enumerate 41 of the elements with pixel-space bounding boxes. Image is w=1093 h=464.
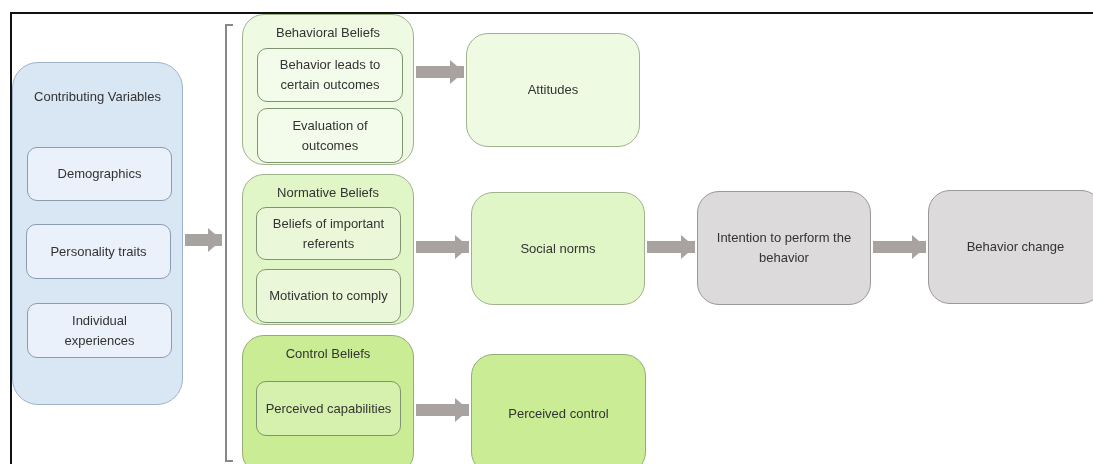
- group-heading: Control Beliefs: [284, 345, 372, 363]
- block-arrow: [185, 228, 222, 252]
- process-box: [256, 381, 401, 436]
- process-box: [466, 33, 640, 147]
- box-label: Attitudes: [527, 81, 579, 99]
- block-arrow: [873, 235, 926, 259]
- block-arrow: [416, 235, 469, 259]
- process-box: [27, 303, 172, 358]
- group-heading: Behavioral Beliefs: [274, 24, 382, 42]
- group-heading: Normative Beliefs: [276, 184, 380, 202]
- box-label: Perceived capabilities: [265, 399, 392, 418]
- process-box: [471, 192, 645, 305]
- process-box: [27, 147, 172, 201]
- process-box: [256, 269, 401, 323]
- box-label: Intention to perform the behavior: [715, 229, 853, 267]
- group-box: [242, 14, 414, 165]
- block-arrow: [416, 60, 464, 84]
- box-label: Motivation to comply: [269, 287, 388, 305]
- box-label: Social norms: [520, 239, 596, 258]
- process-box: [26, 224, 171, 279]
- block-arrow: [416, 398, 469, 422]
- box-label: Perceived control: [508, 405, 609, 423]
- group-box: [242, 335, 414, 464]
- process-box: [256, 207, 401, 260]
- box-label: Evaluation of outcomes: [291, 116, 369, 155]
- process-box: [928, 190, 1093, 304]
- process-box: [471, 354, 646, 464]
- block-arrow: [647, 235, 695, 259]
- box-label: Beliefs of important referents: [271, 214, 386, 253]
- process-box: [257, 108, 403, 163]
- group-box: [242, 174, 414, 325]
- bracket: [224, 24, 234, 462]
- box-label: Demographics: [57, 165, 142, 183]
- box-label: Behavior leads to certain outcomes: [278, 56, 382, 94]
- box-label: Individual experiences: [63, 311, 136, 350]
- process-box: [697, 191, 871, 305]
- box-label: Personality traits: [50, 242, 147, 261]
- process-box: [257, 48, 403, 102]
- group-heading: Contributing Variables: [33, 88, 162, 106]
- box-label: Behavior change: [966, 238, 1065, 256]
- group-box: [12, 62, 183, 405]
